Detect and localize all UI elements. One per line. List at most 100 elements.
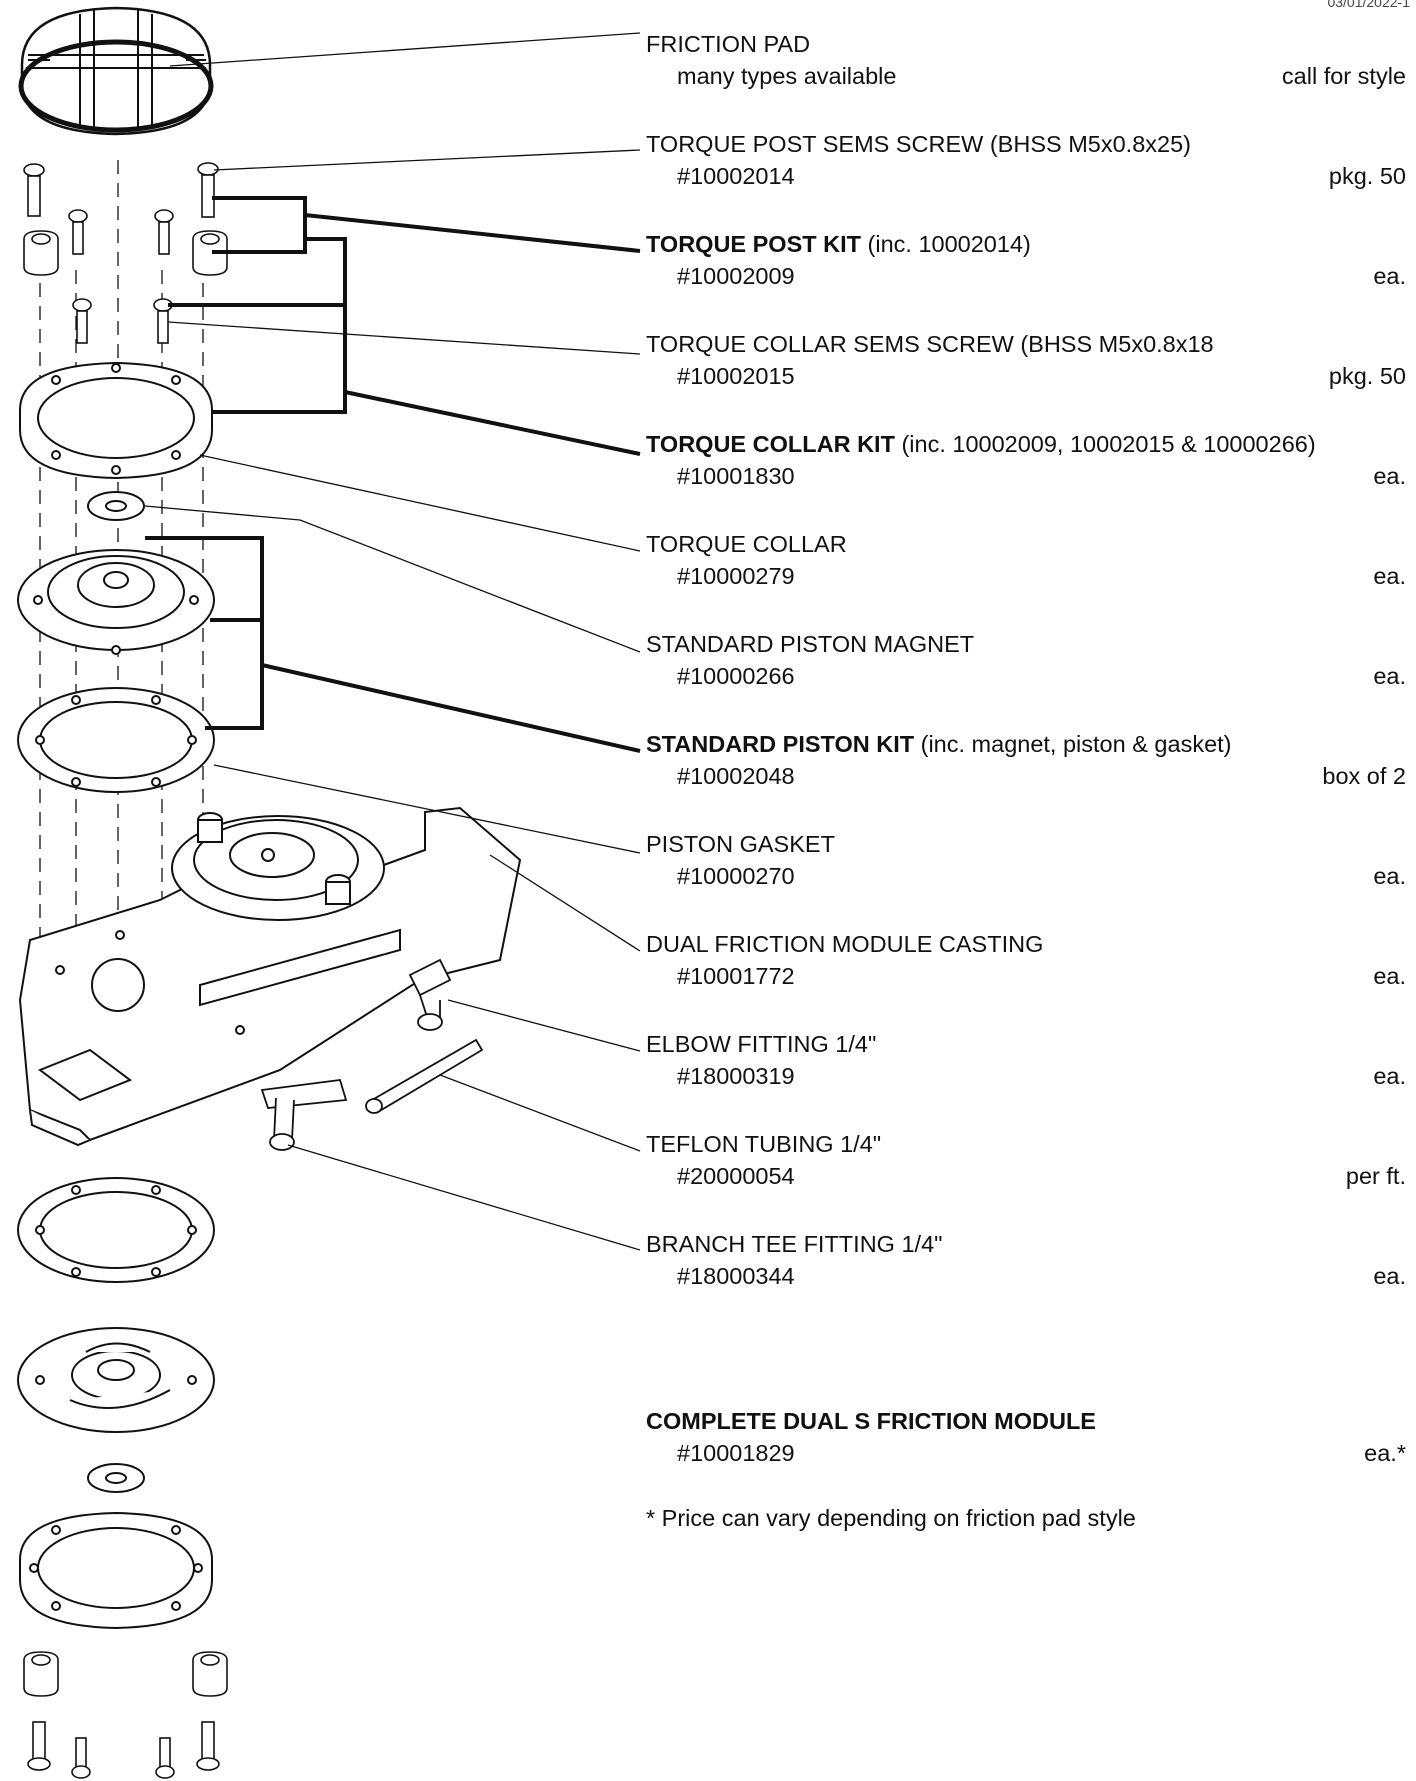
part-title-text: TORQUE POST SEMS SCREW (BHSS M5x0.8x25) (646, 131, 1191, 157)
part-number: many types available (677, 63, 897, 89)
part-number: #18000344 (677, 1263, 795, 1289)
part-number: #10002015 (677, 363, 795, 389)
part-entry-branch-tee-fitting: BRANCH TEE FITTING 1/4" #18000344 ea. (646, 1228, 1406, 1292)
part-entry-torque-post-sems-screw: TORQUE POST SEMS SCREW (BHSS M5x0.8x25) #… (646, 128, 1406, 192)
part-title: FRICTION PAD (646, 28, 1406, 60)
kit-brackets (145, 196, 641, 753)
part-unit: ea. (1373, 663, 1406, 689)
part-number: #10002009 (677, 263, 795, 289)
part-title: PISTON GASKET (646, 828, 1406, 860)
part-title-bold: STANDARD PISTON KIT (646, 731, 915, 757)
part-entry-friction-pad: FRICTION PAD many types available call for… (646, 28, 1406, 92)
part-title-text: DUAL FRICTION MODULE CASTING (646, 931, 1044, 957)
part-title-bold: TORQUE COLLAR KIT (646, 431, 895, 457)
part-detail-row: #10001829 ea.* (646, 1437, 1406, 1469)
part-detail-row: #10002015 pkg. 50 (646, 360, 1406, 392)
part-entry-standard-piston-magnet: STANDARD PISTON MAGNET #10000266 ea. (646, 628, 1406, 692)
part-detail-row: #20000054 per ft. (646, 1160, 1406, 1192)
part-entry-dual-friction-module-casting: DUAL FRICTION MODULE CASTING #10001772 ea. (646, 928, 1406, 992)
torque-post-screws-upper (23, 162, 228, 344)
lower-magnet-drawing (87, 1463, 145, 1493)
part-entry-complete-module: COMPLETE DUAL S FRICTION MODULE #10001829… (646, 1405, 1406, 1469)
part-number: #10001829 (677, 1440, 795, 1466)
piston-drawing (17, 549, 215, 655)
part-detail-row: many types available call for style (646, 60, 1406, 92)
part-title-text: TORQUE COLLAR (646, 531, 847, 557)
part-title-text: FRICTION PAD (646, 31, 811, 57)
part-title: BRANCH TEE FITTING 1/4" (646, 1228, 1406, 1260)
document-code: 03/01/2022-1 (1327, 0, 1410, 10)
module-casting-drawing (18, 806, 522, 1147)
friction-pad-drawing (18, 6, 214, 136)
part-number: #10002048 (677, 763, 795, 789)
part-unit: ea. (1373, 563, 1406, 589)
part-title: TORQUE COLLAR (646, 528, 1406, 560)
part-entry-torque-post-kit: TORQUE POST KIT (inc. 10002014) #10002009… (646, 228, 1406, 292)
torque-post-screws-lower (23, 1651, 228, 1779)
part-entry-piston-gasket: PISTON GASKET #10000270 ea. (646, 828, 1406, 892)
part-unit: per ft. (1345, 1163, 1406, 1189)
part-unit: call for style (1281, 63, 1406, 89)
part-title: STANDARD PISTON KIT (inc. magnet, piston… (646, 728, 1406, 760)
lower-piston-drawing (17, 1327, 215, 1433)
part-entry-standard-piston-kit: STANDARD PISTON KIT (inc. magnet, piston… (646, 728, 1406, 792)
part-number: #20000054 (677, 1163, 795, 1189)
part-title: TORQUE POST SEMS SCREW (BHSS M5x0.8x25) (646, 128, 1406, 160)
lower-gasket-drawing (17, 1177, 215, 1283)
part-title: DUAL FRICTION MODULE CASTING (646, 928, 1406, 960)
leader-lines (144, 32, 641, 1251)
part-title-text: PISTON GASKET (646, 831, 835, 857)
part-detail-row: #18000344 ea. (646, 1260, 1406, 1292)
part-detail-row: #10002048 box of 2 (646, 760, 1406, 792)
part-unit: pkg. 50 (1328, 363, 1406, 389)
part-title-bold: TORQUE POST KIT (646, 231, 861, 257)
piston-magnet-drawing (87, 491, 145, 521)
part-title: TEFLON TUBING 1/4" (646, 1128, 1406, 1160)
part-title-text: STANDARD PISTON MAGNET (646, 631, 975, 657)
part-unit: pkg. 50 (1328, 163, 1406, 189)
part-unit: ea. (1373, 863, 1406, 889)
part-unit: ea.* (1364, 1440, 1406, 1466)
part-unit: ea. (1373, 1263, 1406, 1289)
part-unit: ea. (1373, 263, 1406, 289)
part-number: #10002014 (677, 163, 795, 189)
part-detail-row: #10000266 ea. (646, 660, 1406, 692)
part-title: COMPLETE DUAL S FRICTION MODULE (646, 1405, 1406, 1437)
part-number: #10000266 (677, 663, 795, 689)
part-detail-row: #10001772 ea. (646, 960, 1406, 992)
part-unit: ea. (1373, 963, 1406, 989)
piston-gasket-drawing (17, 687, 215, 793)
part-entry-torque-collar-kit: TORQUE COLLAR KIT (inc. 10002009, 100020… (646, 428, 1406, 492)
part-title: ELBOW FITTING 1/4" (646, 1028, 1406, 1060)
lower-collar-drawing (19, 1511, 213, 1630)
part-number: #18000319 (677, 1063, 795, 1089)
part-title-text: (inc. 10002014) (861, 231, 1031, 257)
part-detail-row: #10000270 ea. (646, 860, 1406, 892)
part-title: TORQUE COLLAR KIT (inc. 10002009, 100020… (646, 428, 1406, 460)
part-title: TORQUE POST KIT (inc. 10002014) (646, 228, 1406, 260)
part-unit: box of 2 (1322, 763, 1406, 789)
part-unit: ea. (1373, 1063, 1406, 1089)
part-title-bold: COMPLETE DUAL S FRICTION MODULE (646, 1408, 1096, 1434)
part-title: STANDARD PISTON MAGNET (646, 628, 1406, 660)
torque-collar-drawing (19, 361, 213, 480)
part-number: #10001772 (677, 963, 795, 989)
part-unit: ea. (1373, 463, 1406, 489)
part-title-text: BRANCH TEE FITTING 1/4" (646, 1231, 943, 1257)
part-title-text: TORQUE COLLAR SEMS SCREW (BHSS M5x0.8x18 (646, 331, 1214, 357)
part-title-text: ELBOW FITTING 1/4" (646, 1031, 877, 1057)
part-title-text: (inc. 10002009, 10002015 & 10000266) (894, 431, 1316, 457)
price-footnote: * Price can vary depending on friction p… (646, 1505, 1136, 1531)
fittings-drawing (260, 958, 484, 1151)
part-title-text: TEFLON TUBING 1/4" (646, 1131, 882, 1157)
part-detail-row: #10002014 pkg. 50 (646, 160, 1406, 192)
part-number: #10000270 (677, 863, 795, 889)
part-entry-elbow-fitting: ELBOW FITTING 1/4" #18000319 ea. (646, 1028, 1406, 1092)
part-title-text: (inc. magnet, piston & gasket) (914, 731, 1232, 757)
part-title: TORQUE COLLAR SEMS SCREW (BHSS M5x0.8x18 (646, 328, 1406, 360)
part-entry-torque-collar-sems-screw: TORQUE COLLAR SEMS SCREW (BHSS M5x0.8x18… (646, 328, 1406, 392)
